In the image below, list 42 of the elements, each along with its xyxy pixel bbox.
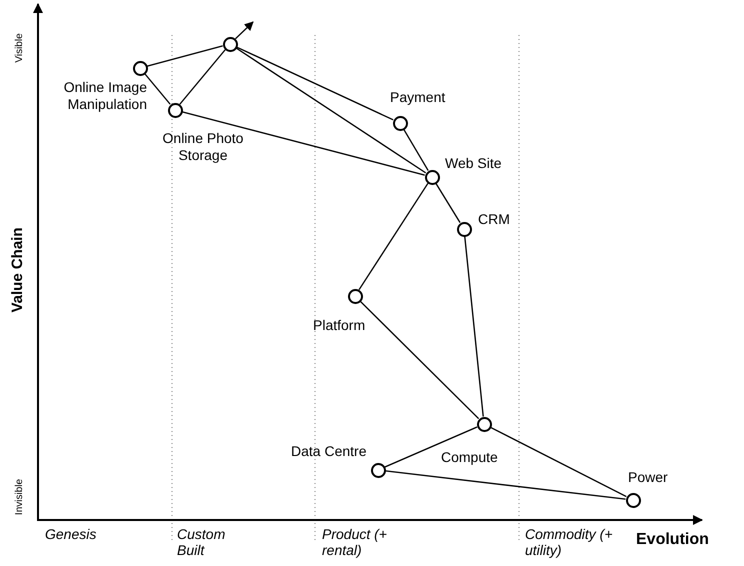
axis-label: Visible <box>13 32 26 65</box>
connector-line <box>147 45 223 67</box>
axis-label: Value Chain <box>10 226 26 315</box>
connector-line <box>236 48 426 174</box>
arrow <box>234 21 254 40</box>
component-circle <box>456 222 472 236</box>
component-circle <box>132 60 148 76</box>
evolution-stage-label: Genesis <box>45 526 98 542</box>
axis-label: Evolution <box>636 532 710 548</box>
connector-line <box>358 182 428 290</box>
component-circle <box>168 102 182 118</box>
evolution-stage-label: Custom Built <box>177 526 226 558</box>
component-label: Power <box>628 469 668 486</box>
axis-label: Invisible <box>13 478 26 518</box>
component-circle <box>626 492 640 508</box>
component-label: CRM <box>478 211 510 228</box>
component-label: Compute <box>441 449 498 466</box>
connector-line <box>403 129 429 171</box>
connector-line <box>144 73 171 105</box>
component-circle <box>348 288 362 304</box>
evolution-stage-label: Commodity (+ utility) <box>525 526 614 558</box>
component-label: Payment <box>390 89 446 106</box>
component-circle <box>424 170 440 184</box>
component-circle <box>370 462 386 478</box>
component-label: Data Centre <box>291 443 366 460</box>
component-label: Online Image Manipulation <box>62 79 147 113</box>
connector-line <box>435 183 461 223</box>
component-label: Online Photo Storage <box>162 130 244 164</box>
connector-line <box>236 46 394 120</box>
connector-line <box>464 236 484 417</box>
component-circle <box>222 36 238 52</box>
component-circle <box>476 416 492 432</box>
evolution-stage-label: Product (+ rental) <box>322 526 388 558</box>
connector-line <box>384 426 478 468</box>
connector-line <box>360 300 480 420</box>
connector-line <box>182 111 425 176</box>
component-circle <box>392 116 408 130</box>
connector-line <box>490 426 627 498</box>
component-label: Platform <box>313 317 366 334</box>
component-label: Web Site <box>445 155 502 172</box>
connector-line <box>179 49 226 105</box>
connector-line <box>385 470 626 500</box>
